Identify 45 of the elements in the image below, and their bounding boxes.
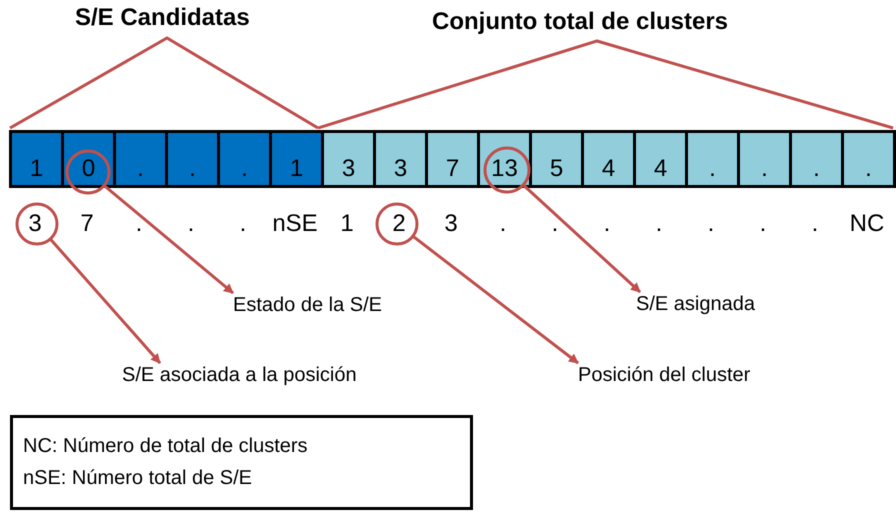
array-cell: 5 — [529, 130, 584, 188]
group-title: Conjunto total de clusters — [432, 8, 728, 36]
leader-arrow — [49, 238, 162, 364]
array-cell: 3 — [321, 130, 376, 188]
array-cell: 4 — [633, 130, 688, 188]
annotation-label: S/E asignada — [636, 292, 755, 316]
legend-box — [10, 415, 473, 510]
index-number: 3 — [9, 210, 61, 238]
array-cell: . — [217, 130, 272, 188]
leader-arrow — [522, 184, 642, 294]
index-number: . — [685, 210, 737, 238]
array-cell: . — [165, 130, 220, 188]
index-number: . — [633, 210, 685, 238]
index-number: NC — [841, 210, 893, 238]
index-number: . — [581, 210, 633, 238]
index-number: 7 — [61, 210, 113, 238]
leader-arrow — [103, 184, 234, 294]
array-cell: . — [685, 130, 740, 188]
index-number: 2 — [373, 210, 425, 238]
array-cell: . — [113, 130, 168, 188]
group-title: S/E Candidatas — [75, 4, 250, 32]
leader-arrow — [412, 235, 579, 364]
array-cell: 1 — [9, 130, 64, 188]
index-number: . — [529, 210, 581, 238]
index-number: . — [737, 210, 789, 238]
legend-text: nSE: Número total de S/E — [23, 466, 254, 490]
annotation-label: Estado de la S/E — [233, 293, 382, 317]
annotation-label: S/E asociada a la posición — [122, 363, 357, 387]
index-number: . — [789, 210, 841, 238]
array-cell: 4 — [581, 130, 636, 188]
index-number: . — [165, 210, 217, 238]
array-cell: 7 — [425, 130, 480, 188]
index-number: . — [217, 210, 269, 238]
array-cell: . — [737, 130, 792, 188]
index-number: 3 — [425, 210, 477, 238]
annotation-label: Posición del cluster — [578, 363, 750, 387]
array-cell: . — [841, 130, 896, 188]
index-number: nSE — [269, 210, 321, 238]
array-cell: . — [789, 130, 844, 188]
array-cell: 1 — [269, 130, 324, 188]
legend-text: NC: Número de total de clusters — [23, 434, 309, 458]
index-number: . — [113, 210, 165, 238]
array-cell: 3 — [373, 130, 428, 188]
index-number: . — [477, 210, 529, 238]
index-number: 1 — [321, 210, 373, 238]
